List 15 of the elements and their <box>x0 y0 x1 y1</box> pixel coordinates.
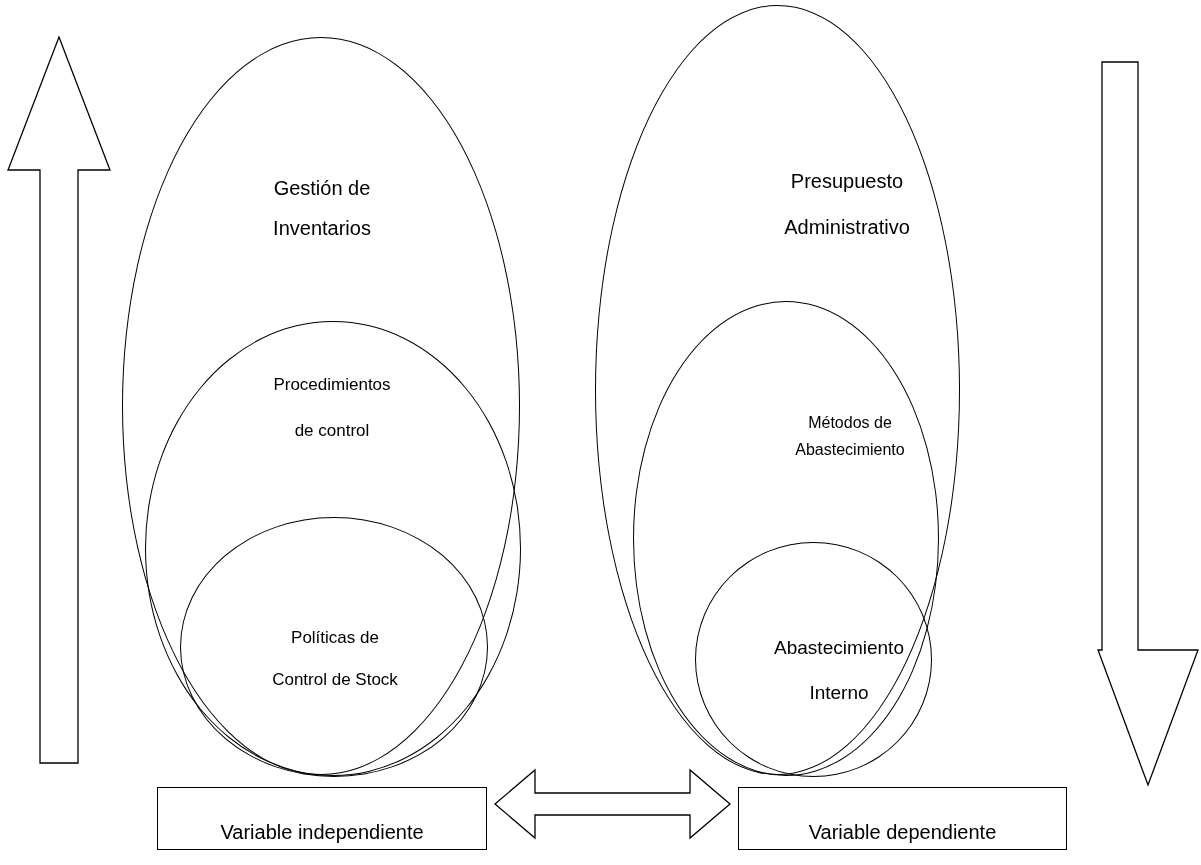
ellipse-label: Procedimientos de control <box>272 374 392 442</box>
concept-ellipse <box>633 301 939 776</box>
ellipse-label: Presupuesto Administrativo <box>783 169 911 240</box>
double-arrow <box>494 768 731 840</box>
ellipse-label: Gestión de Inventarios <box>272 176 372 241</box>
variable-box <box>738 787 1067 850</box>
ellipse-label: Abastecimiento Interno <box>773 636 905 705</box>
box-label: Variable dependiente <box>808 820 997 845</box>
box-label: Variable independiente <box>220 820 424 845</box>
ellipse-label: Métodos de Abastecimiento <box>794 413 906 460</box>
variable-box <box>157 787 487 850</box>
concept-ellipse <box>122 37 520 775</box>
ellipse-label: Políticas de Control de Stock <box>271 627 399 691</box>
concept-ellipse <box>695 542 932 777</box>
concept-ellipse <box>145 321 521 776</box>
